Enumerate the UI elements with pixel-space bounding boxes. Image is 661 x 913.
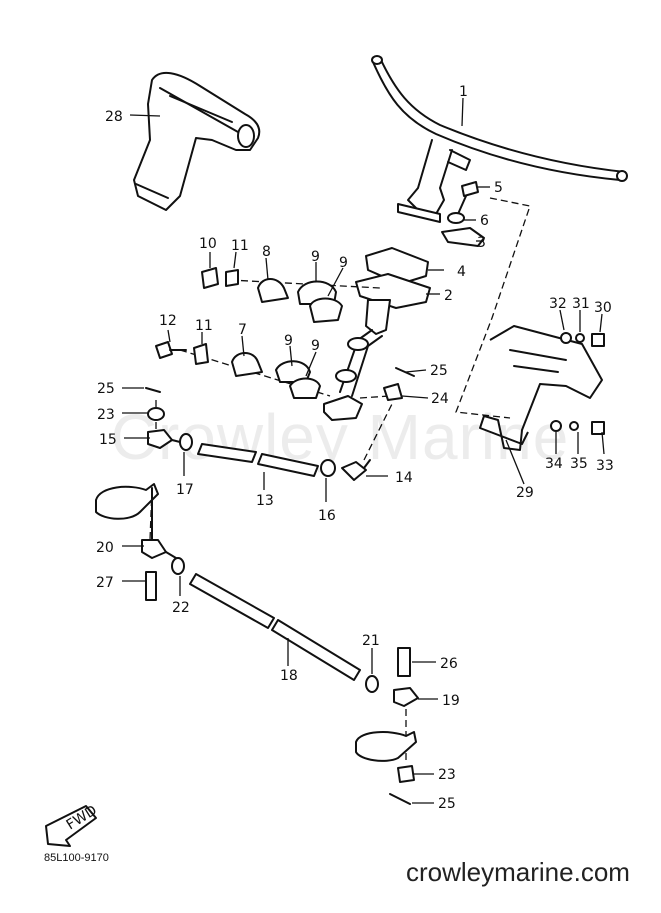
callout-6: 6 [480,213,489,229]
callout-20: 20 [96,540,114,556]
grip-part [133,71,261,211]
end-fitting-part [355,647,419,805]
callout-22: 22 [172,600,190,616]
assembly-line [229,279,381,289]
pin-part [383,367,415,401]
callout-25a: 25 [97,381,115,397]
callout-15: 15 [99,432,117,448]
callout-14: 14 [395,470,413,486]
callout-11b: 11 [195,318,213,334]
callout-27: 27 [96,575,114,591]
callout-33: 33 [596,458,614,474]
assembly-line [363,403,393,461]
callout-9c: 9 [284,333,293,349]
callout-7: 7 [238,322,247,338]
callout-23b: 23 [438,767,456,783]
callout-32: 32 [549,296,567,312]
callout-9d: 9 [311,338,320,354]
callout-9a: 9 [311,249,320,265]
callout-17: 17 [176,482,194,498]
callout-4: 4 [457,264,466,280]
assembly-line [359,395,391,399]
console-bracket-part [479,325,603,451]
callout-34: 34 [545,456,563,472]
callout-8: 8 [262,244,271,260]
callout-2: 2 [444,288,453,304]
callout-28: 28 [105,109,123,125]
callout-9b: 9 [339,255,348,271]
callout-30: 30 [594,300,612,316]
callout-24: 24 [431,391,449,407]
tie-rod-part [145,387,371,481]
callout-19: 19 [442,693,460,709]
callout-18: 18 [280,668,298,684]
fwd-arrow-icon: FWD [45,803,100,847]
callout-35: 35 [570,456,588,472]
callout-31: 31 [572,296,590,312]
arm-part [95,483,185,601]
site-url: crowleymarine.com [406,857,630,887]
callouts: 1 2 3 4 5 6 7 8 9 9 9 9 10 11 11 12 13 1… [96,84,614,812]
callout-23a: 23 [97,407,115,423]
drawing-code: 85L100-9170 [44,852,109,864]
fastener-part [550,332,605,435]
bolt-part [441,181,490,247]
callout-10: 10 [199,236,217,252]
bracket-part [155,341,321,399]
handlebar-part [371,55,628,223]
callout-26: 26 [440,656,458,672]
rod-part [189,573,379,693]
steering-column-part [323,247,444,421]
assembly-line [455,197,531,419]
leader-lines [122,97,605,804]
callout-25b: 25 [430,363,448,379]
callout-29: 29 [516,485,534,501]
callout-12: 12 [159,313,177,329]
callout-21: 21 [362,633,380,649]
callout-11a: 11 [231,238,249,254]
callout-13: 13 [256,493,274,509]
callout-16: 16 [318,508,336,524]
callout-1: 1 [459,84,468,100]
callout-5: 5 [494,180,503,196]
bracket-part [201,267,343,323]
callout-3: 3 [477,235,486,251]
callout-25c: 25 [438,796,456,812]
